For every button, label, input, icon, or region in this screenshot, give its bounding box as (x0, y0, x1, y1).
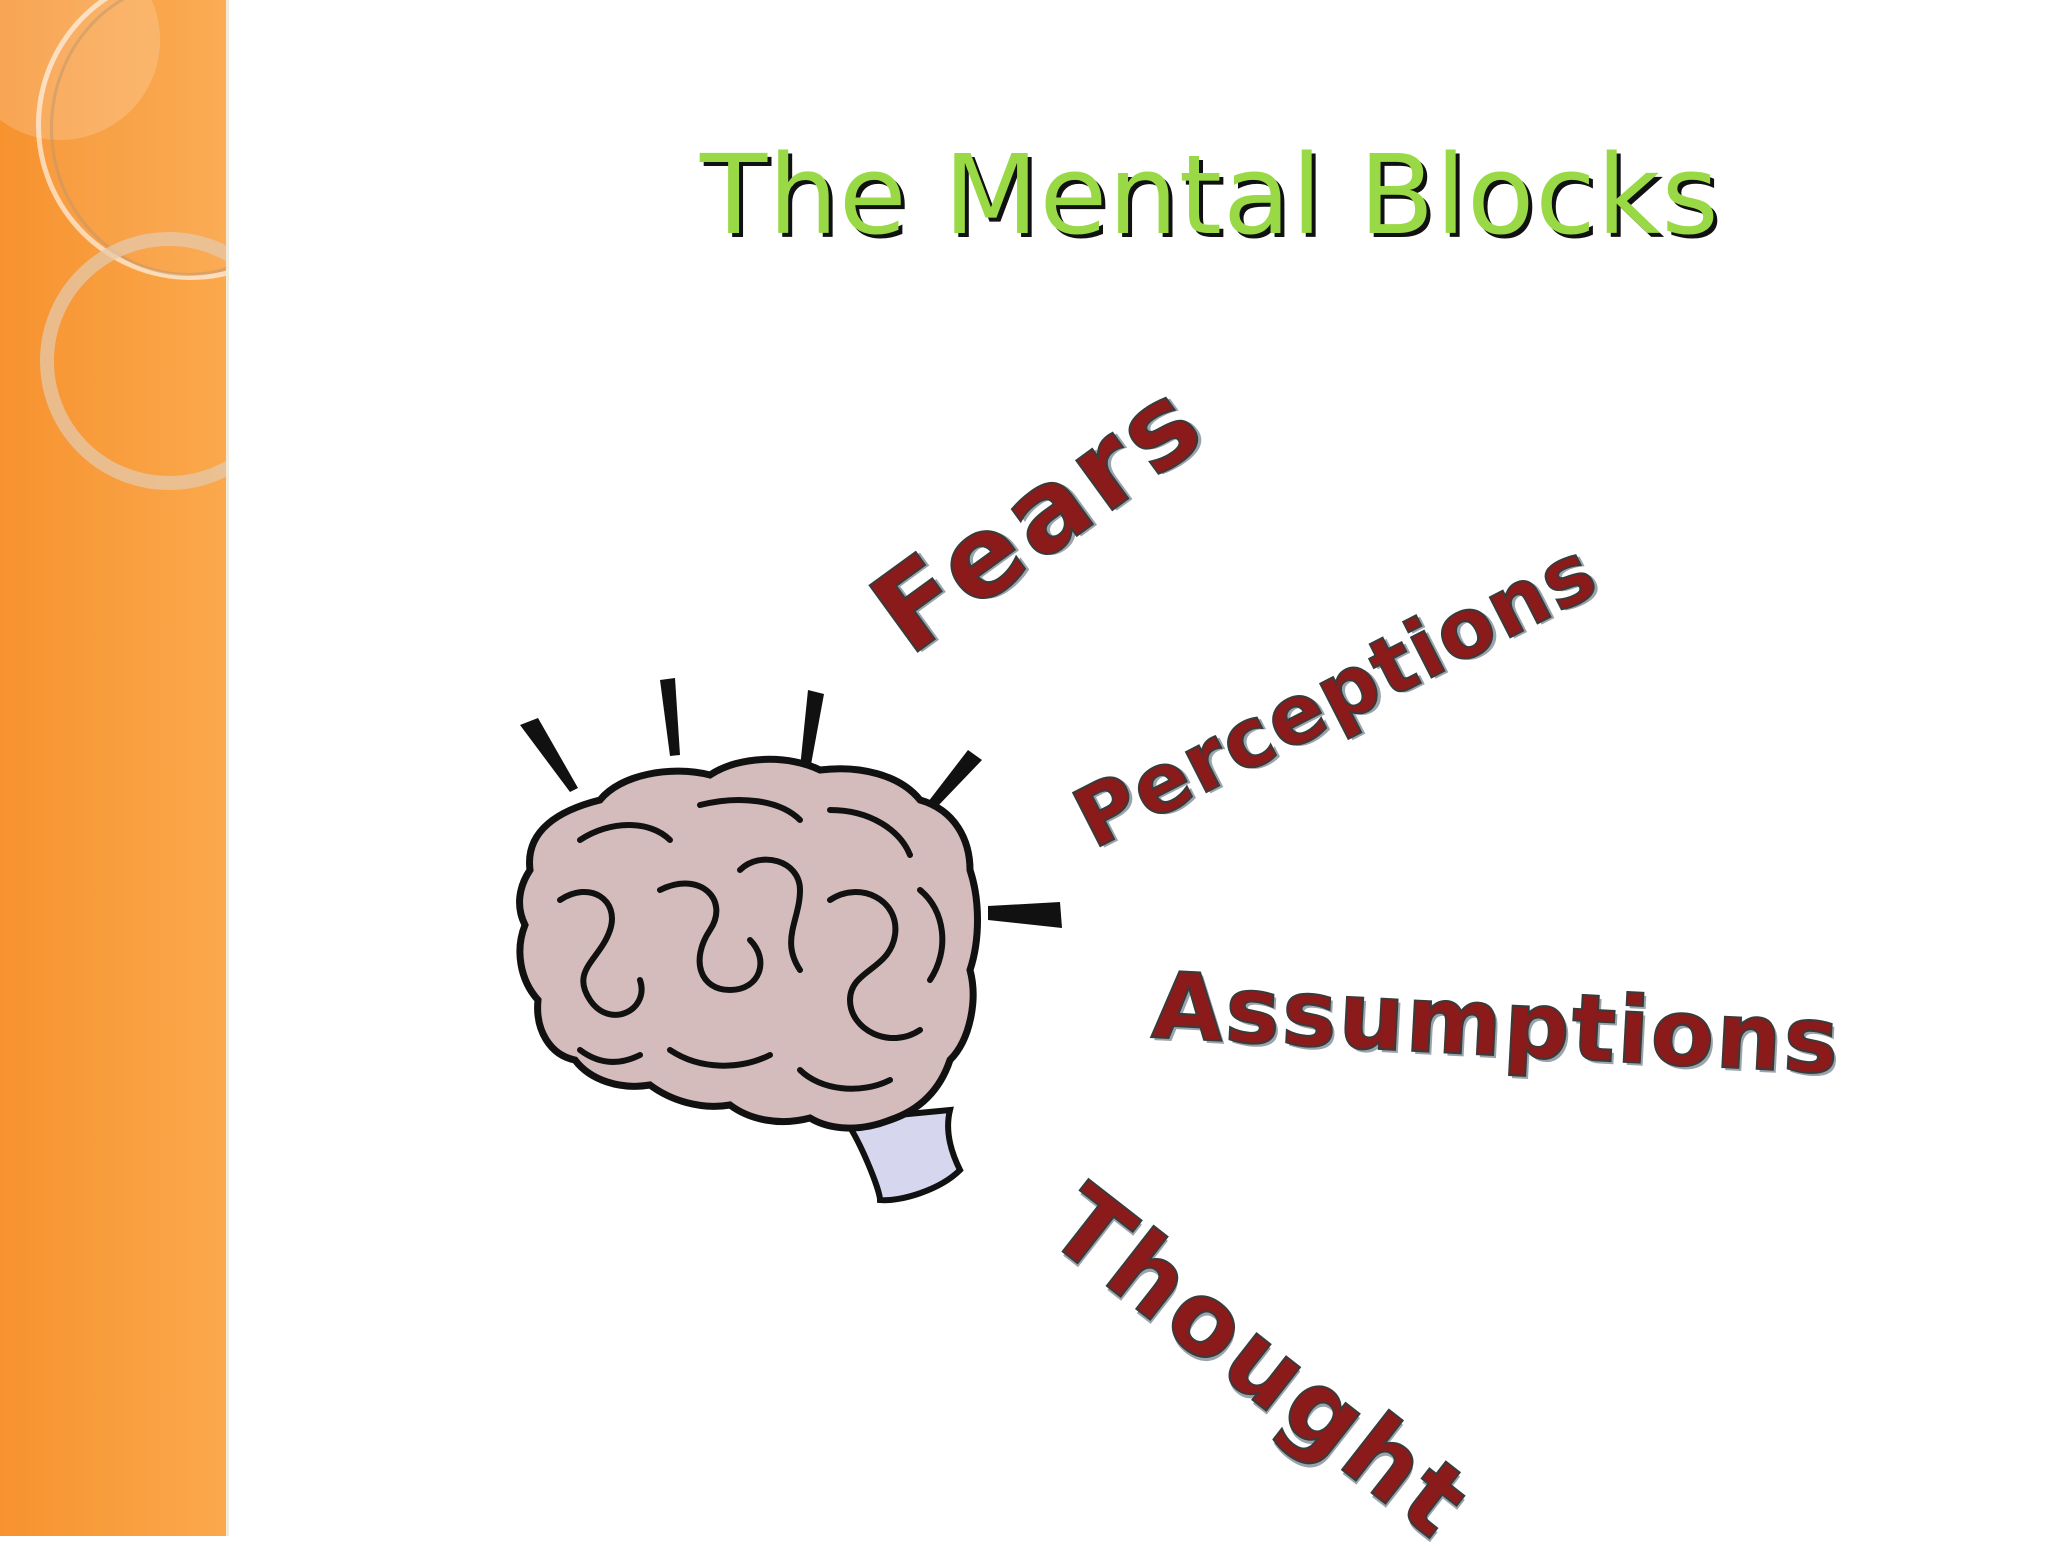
word-perceptions: Perceptions (1059, 522, 1614, 868)
decorative-ring (40, 232, 228, 490)
idea-lines (520, 678, 1062, 928)
word-fears: Fears (848, 352, 1230, 680)
brain-illustration (516, 678, 1062, 1204)
word-thought: Thought (1028, 1162, 1494, 1562)
slide-title: The Mental Blocks (700, 131, 1720, 259)
decorative-sidebar (0, 0, 228, 1536)
brain-icon (500, 670, 1100, 1230)
sidebar-divider (226, 0, 229, 1536)
word-assumptions: Assumptions (1149, 951, 1845, 1096)
